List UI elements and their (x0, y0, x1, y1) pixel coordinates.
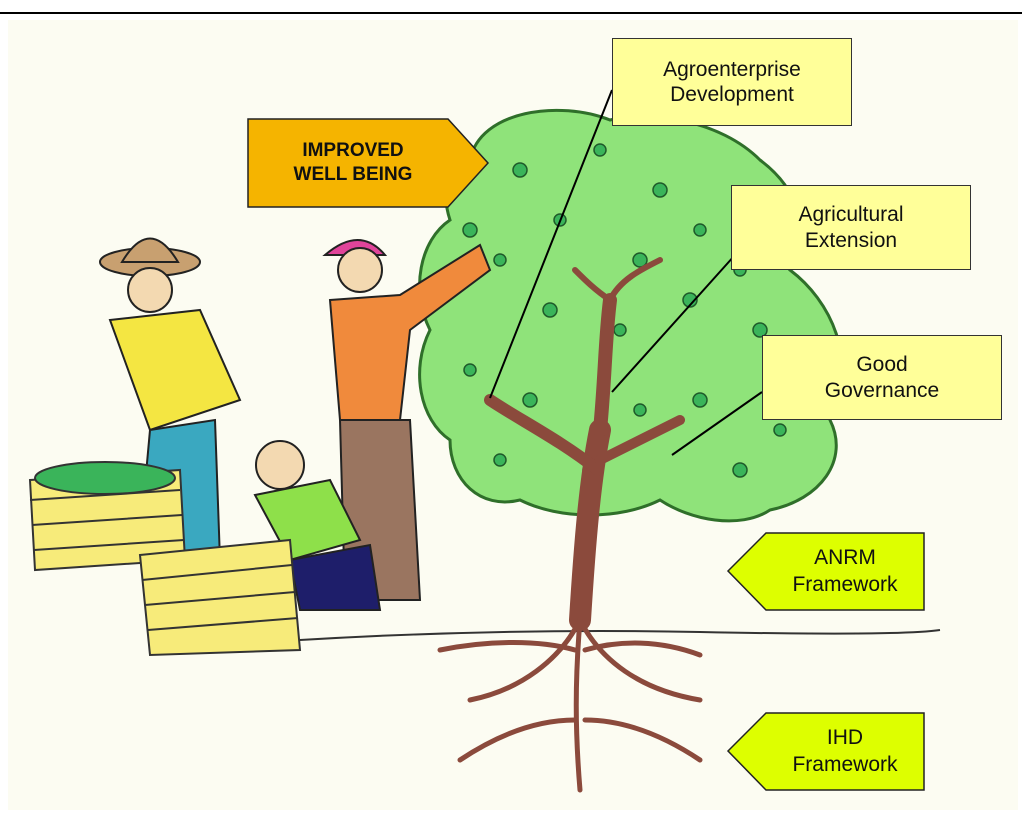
ground-line (299, 629, 941, 641)
good-governance-line-1: Good (856, 353, 908, 377)
ihd-arrow (726, 712, 925, 791)
agroenterprise-line-2: Development (670, 83, 794, 106)
goal-line-1: IMPROVED (302, 140, 404, 162)
anrm-framework-label: ANRM Framework (766, 533, 924, 610)
goal-line-2: WELL BEING (293, 164, 413, 185)
ihd-framework-label: IHD Framework (766, 713, 924, 790)
top-rule (0, 12, 1022, 14)
tree-foliage (418, 108, 844, 523)
anrm-arrow (726, 532, 925, 611)
crate-front (138, 538, 302, 657)
crate-back (28, 461, 187, 572)
ihd-line-2: Framework (792, 752, 898, 776)
agroenterprise-box: Agroenterprise Development (612, 38, 852, 126)
agricultural-extension-line-2: Extension (804, 228, 898, 252)
goal-arrow (247, 118, 490, 208)
anrm-line-1: ANRM (814, 546, 876, 570)
agroenterprise-line-1: Agroenterprise (663, 57, 801, 81)
tree-trunk (484, 257, 685, 631)
connector-lines (489, 89, 763, 456)
good-governance-box: Good Governance (762, 335, 1002, 420)
anrm-line-2: Framework (792, 572, 898, 596)
ihd-line-1: IHD (826, 726, 864, 750)
good-governance-line-2: Governance (824, 378, 940, 402)
agricultural-extension-line-1: Agricultural (798, 203, 904, 227)
goal-label: IMPROVED WELL BEING (258, 119, 448, 207)
agricultural-extension-box: Agricultural Extension (731, 185, 971, 270)
tree-roots (437, 617, 703, 793)
